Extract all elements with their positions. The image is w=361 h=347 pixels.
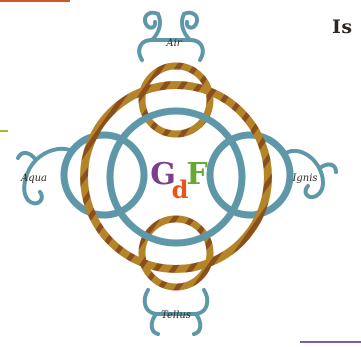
central-monogram: G d F [150, 157, 207, 204]
title-fragment: Is [332, 16, 353, 38]
monogram-letter-f: F [186, 157, 207, 192]
ignis-blue-ring [210, 135, 290, 215]
aqua-blue-ring [64, 135, 144, 215]
aqua-label: Aqua [20, 173, 47, 184]
tellus-label: Tellus [161, 310, 191, 321]
ignis-label: Ignis [291, 173, 317, 184]
air-scroll-ornament [139, 13, 203, 60]
tellus-gold-ring [142, 219, 210, 287]
air-gold-ring [142, 66, 210, 134]
air-label: Air [165, 38, 182, 49]
